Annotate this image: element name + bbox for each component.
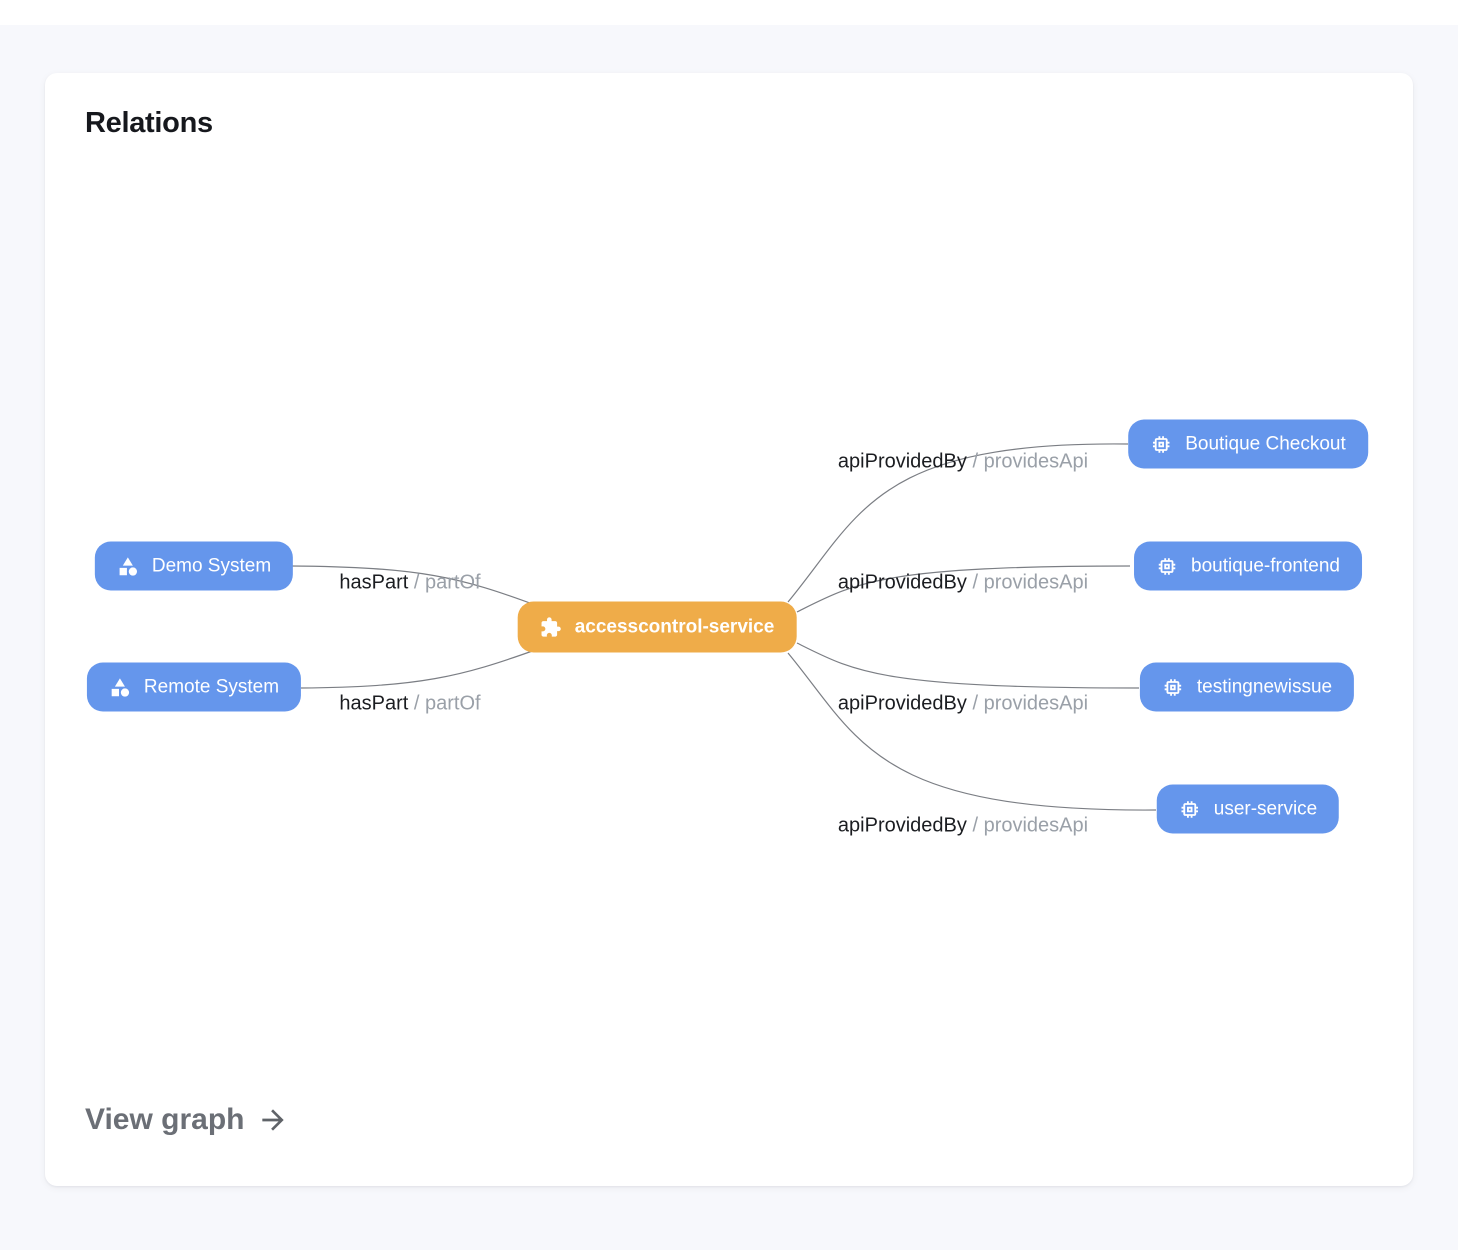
edge-label-api-boutique-frontend: apiProvidedBy / providesApi — [838, 572, 1088, 595]
node-label: Remote System — [143, 676, 280, 697]
extension-puzzle-icon — [540, 616, 562, 638]
edge-label-haspart-demo: hasPart / partOf — [339, 572, 480, 595]
relation-label: apiProvidedBy — [837, 450, 967, 473]
edge-label-haspart-remote: hasPart / partOf — [339, 693, 480, 716]
relation-reverse-label: / providesApi — [972, 450, 1089, 473]
api-chip-icon — [1156, 555, 1178, 577]
view-graph-label: View graph — [85, 1103, 245, 1136]
node-label: boutique-frontend — [1191, 555, 1340, 576]
node-accesscontrol-service[interactable]: accesscontrol-service — [517, 601, 797, 653]
edge-label-api-testingnewissue: apiProvidedBy / providesApi — [838, 693, 1088, 716]
relation-label: hasPart — [339, 692, 409, 715]
relation-label: apiProvidedBy — [837, 692, 967, 715]
node-label: Demo System — [151, 555, 272, 576]
api-chip-icon — [1150, 433, 1172, 455]
node-testingnewissue[interactable]: testingnewissue — [1139, 662, 1355, 712]
edge-label-api-boutique-checkout: apiProvidedBy / providesApi — [838, 451, 1088, 474]
relation-reverse-label: / partOf — [413, 692, 481, 715]
node-label: accesscontrol-service — [574, 616, 775, 637]
node-label: testingnewissue — [1196, 676, 1333, 697]
node-label: user-service — [1213, 798, 1318, 819]
api-chip-icon — [1179, 798, 1201, 820]
edge-label-api-user-service: apiProvidedBy / providesApi — [838, 815, 1088, 838]
edge-remote-system — [300, 648, 539, 689]
relation-reverse-label: / providesApi — [972, 571, 1089, 594]
relation-label: hasPart — [339, 571, 409, 594]
node-boutique-frontend[interactable]: boutique-frontend — [1134, 541, 1362, 591]
node-demo-system[interactable]: Demo System — [94, 541, 294, 591]
arrow-right-icon — [261, 1109, 284, 1131]
relation-label: apiProvidedBy — [837, 814, 967, 837]
page-top-strip — [0, 0, 1458, 25]
relation-reverse-label: / partOf — [413, 571, 481, 594]
view-graph-link[interactable]: View graph — [85, 1103, 289, 1137]
node-label: Boutique Checkout — [1185, 433, 1346, 454]
relation-reverse-label: / providesApi — [972, 692, 1089, 715]
node-boutique-checkout[interactable]: Boutique Checkout — [1128, 419, 1368, 469]
category-shapes-icon — [109, 676, 131, 698]
edge-user-service — [787, 652, 1157, 811]
api-chip-icon — [1162, 676, 1184, 698]
relation-label: apiProvidedBy — [837, 571, 967, 594]
edge-testingnewissue — [796, 642, 1140, 689]
card-title: Relations — [85, 107, 213, 139]
node-remote-system[interactable]: Remote System — [86, 662, 302, 712]
relation-reverse-label: / providesApi — [972, 814, 1089, 837]
relations-card: Relations Demo System Remote System acce… — [45, 73, 1413, 1186]
node-user-service[interactable]: user-service — [1156, 784, 1340, 834]
category-shapes-icon — [117, 555, 139, 577]
